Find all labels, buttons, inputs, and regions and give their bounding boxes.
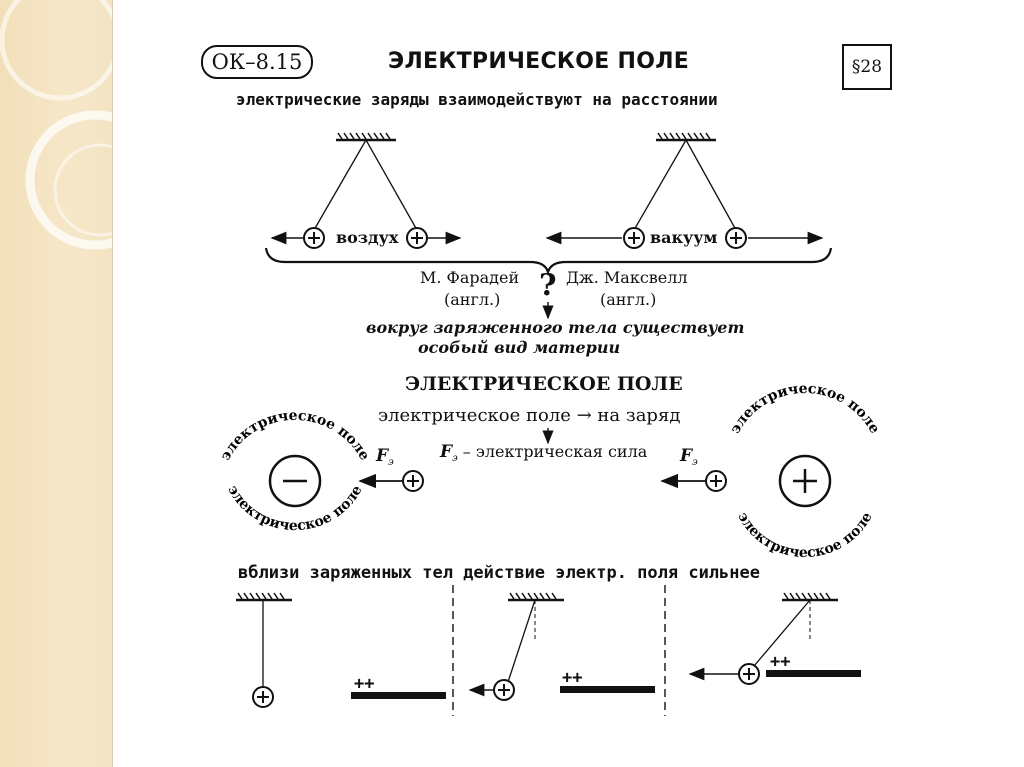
force-description: – электрическая сила (462, 442, 648, 461)
test-charge-right (660, 470, 727, 492)
scientist-right-nationality: (англ.) (600, 290, 657, 309)
force-label-left: Fэ (376, 446, 394, 469)
paragraph-badge: §28 (842, 44, 892, 90)
section-title: ЭЛЕКТРИЧЕСКОЕ ПОЛЕ (405, 373, 683, 395)
field-arc-label-right-top: электрическое поле (727, 381, 882, 437)
pendulum-ball-1 (252, 686, 274, 708)
medium-label-vacuum: вакуум (650, 228, 718, 247)
pendulum-ball-2 (468, 679, 515, 701)
threads-vacuum (633, 139, 737, 231)
bottom-support-3 (753, 592, 838, 667)
curly-brace (264, 247, 833, 276)
force-definition: Fэ – электрическая сила (440, 442, 647, 464)
scientist-left-nationality: (англ.) (444, 290, 501, 309)
plate-charges-2: ++ (562, 668, 583, 688)
decorative-rings (0, 0, 112, 250)
ceiling-support-right (656, 132, 716, 142)
force-label-right: Fэ (680, 446, 698, 469)
slide-edge (112, 0, 113, 767)
decorative-side-panel (0, 0, 112, 767)
charged-plate-1 (351, 692, 446, 699)
plate-charges-3: ++ (770, 652, 791, 672)
charge-vacuum-right (725, 227, 747, 249)
medium-label-air: воздух (336, 228, 399, 247)
field-arc-label-right-bottom: электрическое поле (734, 510, 875, 562)
scientist-left-name: М. Фарадей (420, 268, 520, 287)
conclusion-line-1: вокруг заряженного тела существует (366, 318, 745, 337)
threads-air (313, 139, 418, 231)
pendulum-ball-3 (688, 663, 760, 685)
ceiling-support-left (336, 132, 396, 142)
large-negative-charge (268, 454, 322, 508)
bottom-support-1 (236, 592, 292, 686)
charged-plate-3 (766, 670, 861, 677)
large-positive-charge (778, 454, 832, 508)
force-subscript: э (452, 453, 458, 465)
charge-air-left (303, 227, 325, 249)
near-bodies-statement: вблизи заряженных тел действие электр. п… (238, 563, 760, 583)
lesson-code-badge: ОК–8.15 (201, 45, 313, 79)
conclusion-line-2: особый вид материи (418, 338, 621, 357)
force-symbol: F (440, 442, 453, 462)
page-title: ЭЛЕКТРИЧЕСКОЕ ПОЛЕ (388, 49, 690, 74)
bottom-support-2 (507, 592, 564, 683)
field-on-charge-text: электрическое поле → на заряд (378, 405, 681, 426)
charge-vacuum-left (623, 227, 645, 249)
subtitle: электрические заряды взаимодействуют на … (236, 90, 718, 109)
test-charge-left (358, 470, 424, 492)
scientist-right-name: Дж. Максвелл (566, 268, 688, 287)
charge-air-right (406, 227, 428, 249)
question-mark: ? (539, 268, 557, 303)
charged-plate-2 (560, 686, 655, 693)
plate-charges-1: ++ (354, 674, 375, 694)
